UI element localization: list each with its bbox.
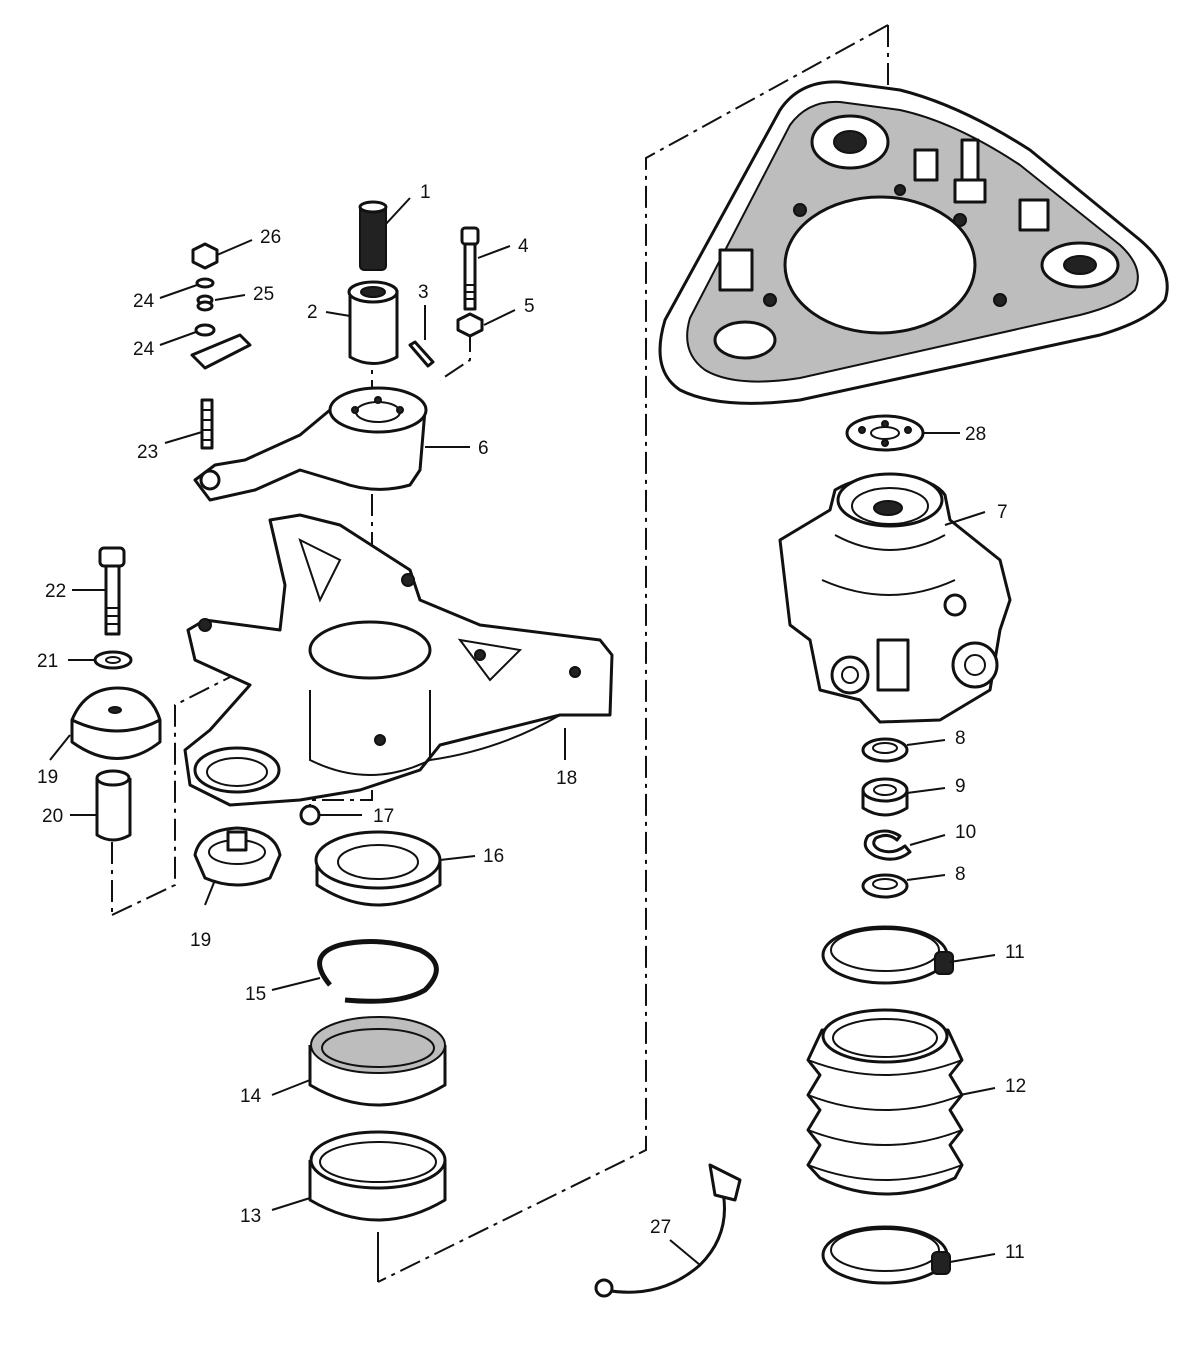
- callout-7: 7: [997, 502, 1008, 523]
- callout-1: 1: [420, 182, 431, 203]
- part-11-hose-clamp-upper: [821, 925, 954, 985]
- callout-21: 21: [37, 651, 58, 672]
- callout-8-upper: 8: [955, 728, 966, 749]
- callout-17: 17: [373, 806, 394, 827]
- part-18-bell-housing: [183, 513, 614, 807]
- callout-22: 22: [45, 581, 66, 602]
- part-9-bearing: [861, 777, 909, 817]
- callout-16: 16: [483, 846, 504, 867]
- part-22-bolt: [98, 546, 126, 636]
- callout-14: 14: [240, 1086, 262, 1107]
- part-24-washer-lower: [194, 323, 216, 337]
- callout-3: 3: [418, 282, 429, 303]
- callout-15: 15: [245, 984, 266, 1005]
- part-26-nut: [191, 242, 219, 270]
- callout-9: 9: [955, 776, 966, 797]
- part-12-bellows: [806, 1008, 964, 1196]
- part-15-retaining-ring: [317, 938, 439, 1004]
- part-19-mount-upper: [70, 686, 162, 760]
- callout-5: 5: [524, 296, 535, 317]
- callout-20: 20: [42, 806, 63, 827]
- callout-26: 26: [260, 227, 281, 248]
- part-5-nut: [456, 312, 484, 338]
- callout-4: 4: [518, 236, 529, 257]
- callout-25: 25: [253, 284, 274, 305]
- part-23-stud: [200, 398, 214, 450]
- callout-24-upper: 24: [133, 291, 155, 312]
- callout-12: 12: [1005, 1076, 1026, 1097]
- part-16-bearing: [314, 830, 442, 907]
- callout-28: 28: [965, 424, 986, 445]
- part-20-spacer: [95, 769, 132, 842]
- part-17-fitting: [299, 804, 321, 826]
- callout-24-lower: 24: [133, 339, 155, 360]
- part-10-snap-ring: [863, 829, 912, 861]
- callout-11-lower: 11: [1005, 1242, 1025, 1263]
- part-link-pin: [190, 333, 252, 370]
- part-19-mount-lower: [193, 826, 282, 887]
- callout-13: 13: [240, 1206, 261, 1227]
- part-14-bushing: [308, 1016, 447, 1107]
- part-25-spring: [196, 294, 214, 312]
- callout-27: 27: [650, 1217, 671, 1238]
- part-21-washer: [93, 650, 133, 670]
- part-28-gasket: [845, 414, 925, 452]
- part-7-gimbal-housing: [778, 472, 1012, 724]
- callout-10: 10: [955, 822, 976, 843]
- upper-housing-plate: [658, 80, 1169, 405]
- part-11-hose-clamp-lower: [821, 1225, 951, 1285]
- part-6-steering-lever: [193, 386, 428, 502]
- part-4-bolt: [460, 226, 480, 311]
- callout-8-lower: 8: [955, 864, 966, 885]
- callout-labels: 1 2 3 4 5 6 7 8 9 10 8 11 12 11 13 14 15…: [37, 182, 1026, 1263]
- callout-23: 23: [137, 442, 158, 463]
- part-24-washer-upper: [195, 277, 215, 289]
- leader-lines: [49, 197, 996, 1266]
- part-8-seal-lower: [861, 873, 909, 899]
- part-2-bushing: [347, 280, 399, 365]
- callout-2: 2: [307, 302, 318, 323]
- part-8-seal-upper: [861, 737, 909, 763]
- callout-18: 18: [556, 768, 577, 789]
- part-3-pin: [408, 340, 435, 368]
- part-1-sleeve: [358, 200, 388, 271]
- part-13-ring: [308, 1130, 447, 1222]
- callout-11-upper: 11: [1005, 942, 1025, 963]
- callout-6: 6: [478, 438, 489, 459]
- callout-19-lower: 19: [190, 930, 211, 951]
- callout-19-upper: 19: [37, 767, 58, 788]
